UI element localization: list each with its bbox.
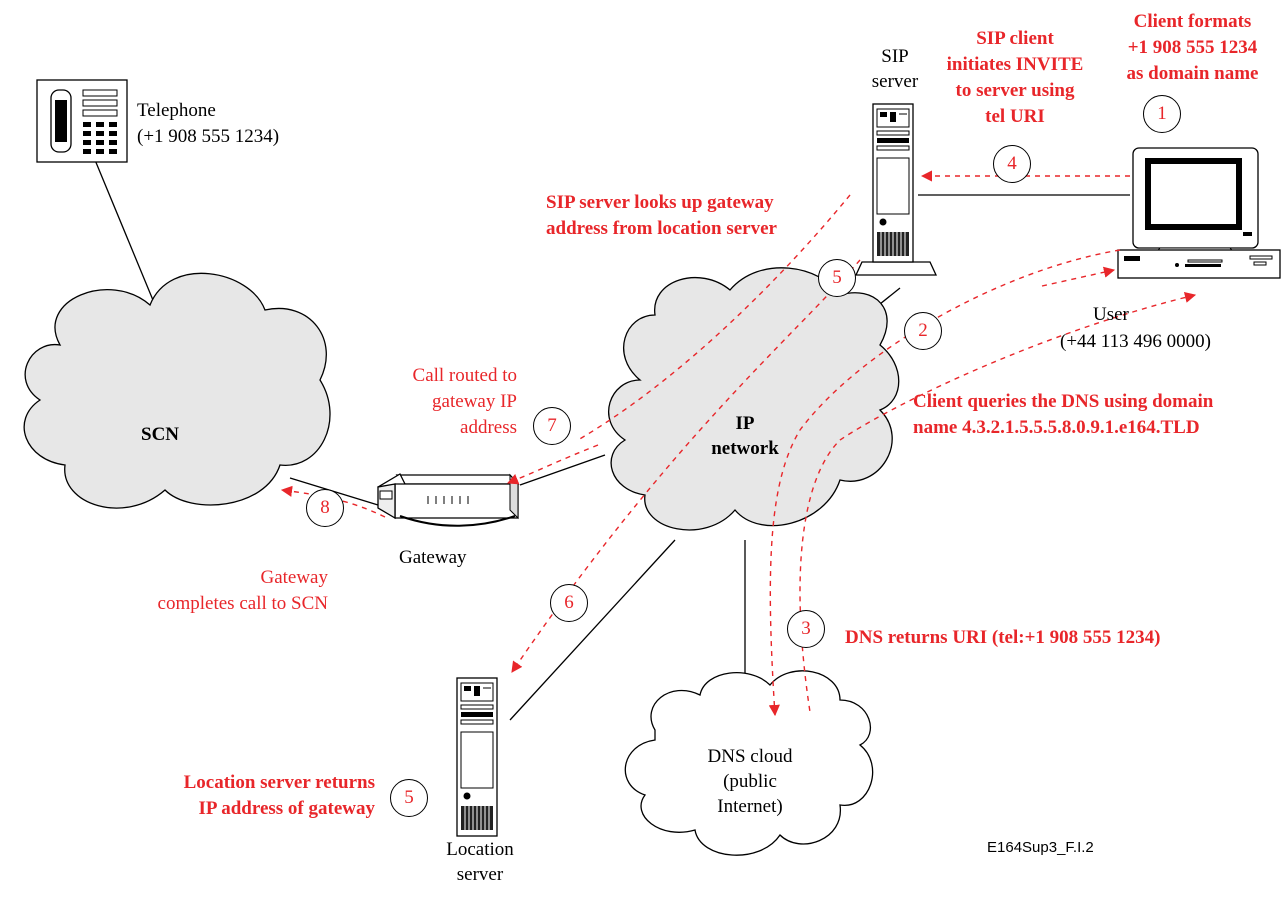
user-label: User <box>1093 304 1129 325</box>
sip-server-icon <box>854 103 938 276</box>
step7-text-2: gateway IP <box>432 391 517 412</box>
telephone-number: (+1 908 555 1234) <box>137 126 280 147</box>
location-server-icon <box>456 677 498 837</box>
step5a-marker: 5 <box>818 259 856 297</box>
dns-cloud-label-2: (public <box>723 771 777 792</box>
step5b-marker: 5 <box>390 779 428 817</box>
step1-text-3: as domain name <box>1126 63 1259 84</box>
step5a-text-1: SIP server looks up gateway <box>546 192 774 213</box>
step8-text-1: Gateway <box>260 567 328 588</box>
dns-cloud-shape <box>624 670 874 856</box>
step8-text-2: completes call to SCN <box>157 593 328 614</box>
figure-reference: E164Sup3_F.I.2 <box>987 839 1094 856</box>
telephone-label: Telephone <box>137 100 216 121</box>
step3-text: DNS returns URI (tel:+1 908 555 1234) <box>845 627 1161 648</box>
step7-text-1: Call routed to <box>412 365 517 386</box>
step4-marker: 4 <box>993 145 1031 183</box>
step4-text-4: tel URI <box>985 106 1045 127</box>
gateway-icon <box>377 473 520 527</box>
step5a-text-2: address from location server <box>546 218 777 239</box>
telephone-icon <box>36 79 128 163</box>
connection-lines <box>94 159 1130 721</box>
step5b-text-1: Location server returns <box>183 772 375 793</box>
location-server-label-2: server <box>456 864 504 885</box>
step4-text-2: initiates INVITE <box>946 54 1084 75</box>
step3-marker: 3 <box>787 610 825 648</box>
step8-marker: 8 <box>306 489 344 527</box>
step1-text-2: +1 908 555 1234 <box>1127 37 1258 58</box>
location-server-label-1: Location <box>446 839 514 860</box>
step7-marker: 7 <box>533 407 571 445</box>
sip-server-label-2: server <box>871 71 919 92</box>
gateway-label: Gateway <box>399 547 467 568</box>
scn-cloud <box>23 272 331 509</box>
step2-text-2: name 4.3.2.1.5.5.5.8.0.9.1.e164.TLD <box>913 417 1200 438</box>
step5b-text-2: IP address of gateway <box>198 798 375 819</box>
scn-label: SCN <box>141 424 180 445</box>
step2-text-1: Client queries the DNS using domain <box>913 391 1214 412</box>
user-number: (+44 113 496 0000) <box>1060 331 1211 352</box>
step6-marker: 6 <box>550 584 588 622</box>
ip-network-cloud <box>608 267 900 531</box>
step4-text-3: to server using <box>955 80 1075 101</box>
step2-marker: 2 <box>904 312 942 350</box>
dns-cloud-label-3: Internet) <box>717 796 783 817</box>
step7-text-3: address <box>460 417 517 438</box>
ip-network-label-2: network <box>711 438 779 459</box>
step1-marker: 1 <box>1143 95 1181 133</box>
step1-text-1: Client formats <box>1133 11 1252 32</box>
ip-network-label-1: IP <box>735 413 755 434</box>
sip-server-label-1: SIP <box>881 46 909 67</box>
user-computer-icon <box>1117 147 1281 279</box>
step4-text-1: SIP client <box>976 28 1054 49</box>
dns-cloud-label-1: DNS cloud <box>707 746 793 767</box>
